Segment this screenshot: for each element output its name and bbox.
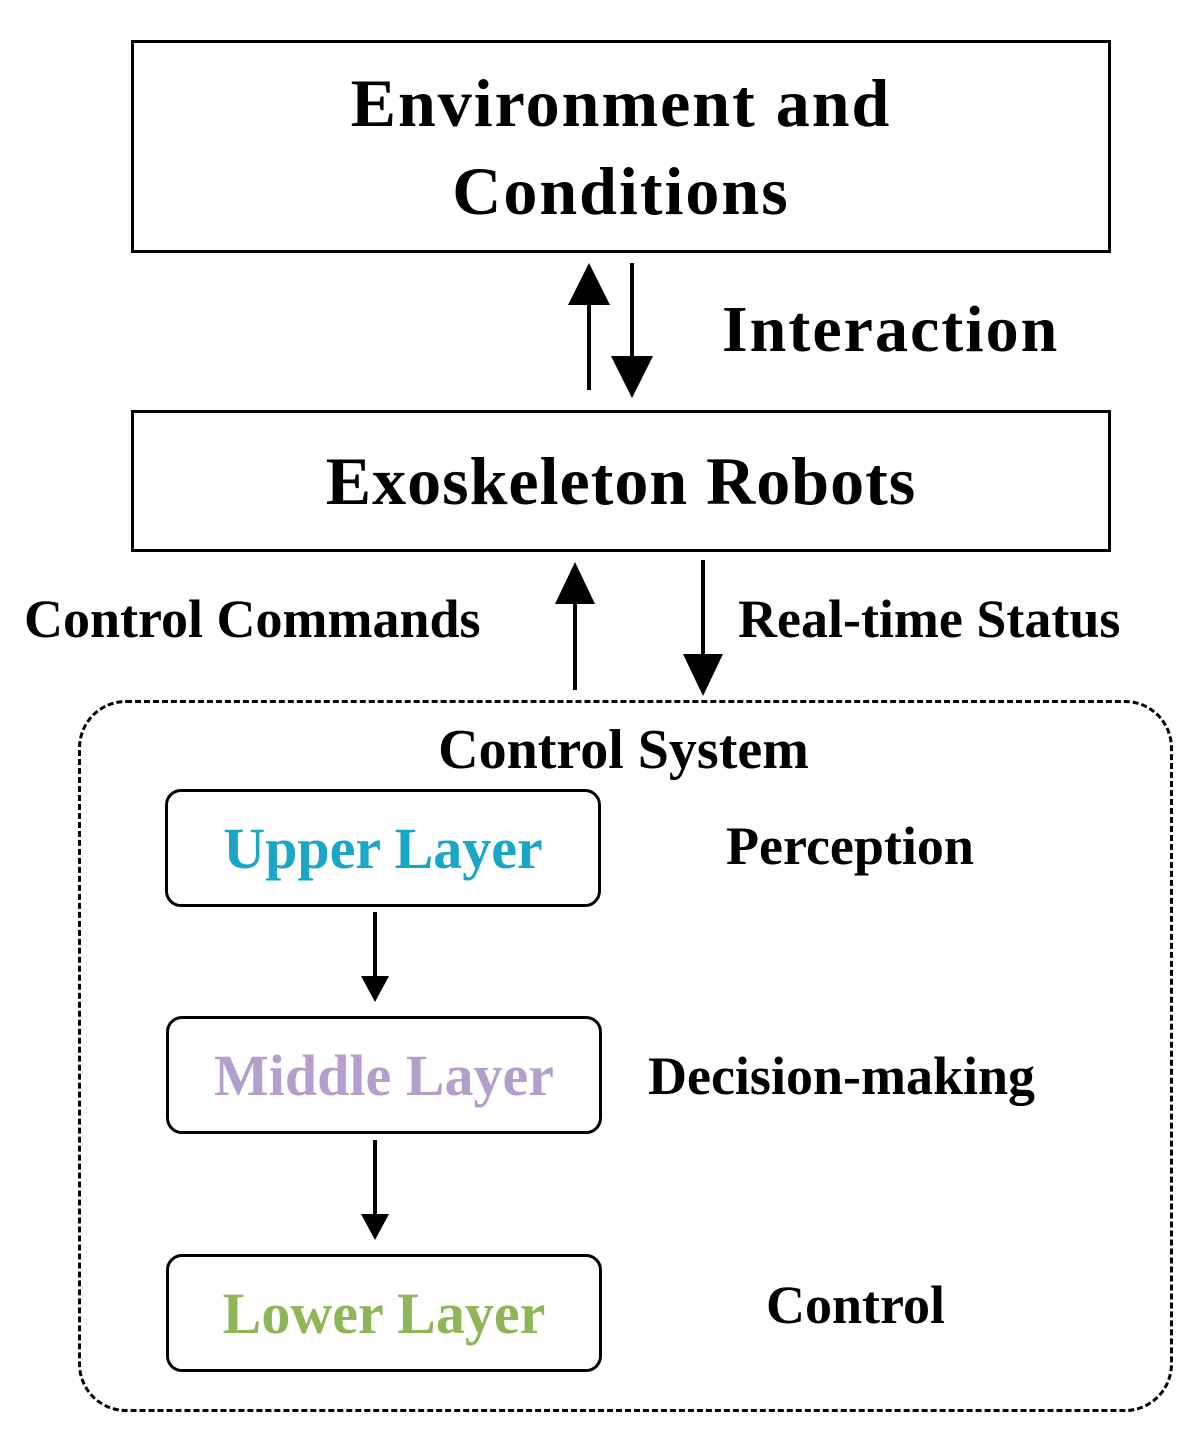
control-commands-label: Control Commands (24, 589, 481, 649)
control-system-region (78, 700, 1173, 1412)
real-time-status-label: Real-time Status (738, 589, 1121, 649)
lower-layer-box: Lower Layer (166, 1254, 602, 1372)
environment-line2: Conditions (452, 152, 790, 229)
middle-layer-label: Middle Layer (214, 1042, 554, 1108)
middle-layer-box: Middle Layer (166, 1016, 602, 1134)
interaction-down-arrow (611, 263, 653, 398)
exoskeleton-robots-box: Exoskeleton Robots (131, 410, 1111, 552)
status-down-arrow (683, 560, 723, 696)
exoskeleton-robots-label: Exoskeleton Robots (325, 442, 917, 519)
upper-layer-label: Upper Layer (223, 815, 543, 881)
upper-layer-box: Upper Layer (165, 789, 601, 907)
interaction-up-arrow (568, 263, 610, 390)
environment-line1: Environment and (350, 64, 892, 141)
environment-box: Environment and Conditions (131, 40, 1111, 253)
commands-up-arrow (555, 562, 595, 690)
decision-making-label: Decision-making (648, 1046, 1036, 1106)
lower-layer-label: Lower Layer (222, 1280, 546, 1346)
perception-label: Perception (726, 816, 974, 876)
control-system-title: Control System (438, 719, 809, 781)
control-label: Control (766, 1275, 946, 1335)
interaction-label: Interaction (722, 293, 1060, 366)
